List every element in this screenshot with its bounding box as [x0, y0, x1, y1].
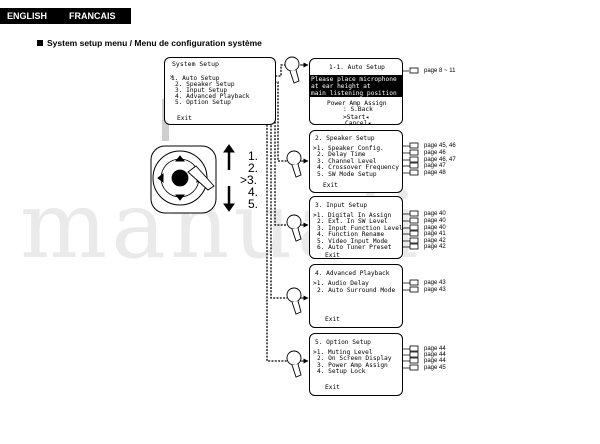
bullet-square-icon [37, 40, 43, 46]
page-ref-speaker-2: page 46 [424, 150, 446, 156]
hand-on-pad-icon [187, 165, 215, 191]
option-setup-item-4[interactable]: 4. Setup Lock [317, 368, 366, 375]
input-setup-title: 3. Input Setup [315, 202, 368, 209]
system-setup-title: System Setup [172, 60, 219, 68]
triangle-left-icon: ◂ [365, 114, 370, 121]
auto-setup-title: 1-1. Auto Setup [329, 64, 385, 71]
system-setup-exit[interactable]: Exit [177, 115, 192, 122]
cursor-label-2: 2. [248, 161, 259, 175]
hand-remote-icon-2 [286, 150, 302, 178]
speaker-setup-item-2[interactable]: 2. Delay Time [317, 151, 366, 158]
advanced-playback-exit[interactable]: Exit [325, 316, 340, 323]
auto-setup-screen: 1-1. Auto Setup Please place microphone … [309, 58, 403, 127]
input-setup-screen: 3. Input Setup >1. Digital In Assign 2. … [309, 196, 403, 259]
speaker-setup-item-3[interactable]: 3. Channel Level [317, 158, 377, 165]
page-ref-option-1: page 44 [424, 346, 446, 352]
connector-auto-setup [262, 64, 287, 77]
page-ref-advanced-2: page 43 [424, 287, 446, 293]
page-ref-speaker-1: page 45, 46 [424, 143, 456, 149]
auto-setup-highlight-line-3: main listening position [311, 90, 397, 97]
input-setup-item-5[interactable]: 5. Video Input Mode [317, 238, 388, 245]
page-ref-option-2: page 44 [424, 352, 446, 358]
option-setup-screen: 5. Option Setup >1. Muting Level 2. On S… [309, 333, 403, 396]
hand-remote-icon-5 [286, 350, 302, 378]
input-setup-item-1[interactable]: >1. Digital In Assign [313, 212, 392, 219]
page-ref-input-4: page 41 [424, 231, 446, 237]
page-ref-input-5: page 42 [424, 238, 446, 244]
auto-setup-highlight: Please place microphone at ear height at… [310, 75, 402, 97]
option-setup-item-2[interactable]: 2. On Screen Display [317, 355, 392, 362]
auto-setup-start[interactable]: >Start◂ [343, 114, 370, 121]
cursor-label-4: 4. [248, 185, 259, 199]
speaker-setup-item-1[interactable]: >1. Speaker Config. [313, 145, 384, 152]
option-setup-item-3[interactable]: 3. Power Amp Assign [317, 362, 388, 369]
system-setup-item-3[interactable]: 3. Input Setup [175, 87, 228, 94]
lang-english[interactable]: ENGLISH [7, 11, 48, 21]
remote-cursor-pad-icon [150, 145, 217, 214]
connector-input-setup [256, 87, 287, 226]
input-setup-item-2[interactable]: 2. Ext. In SW Level [317, 218, 388, 225]
speaker-setup-item-5[interactable]: 5. SW Mode Setup [317, 171, 377, 178]
page-ref-input-1: page 40 [424, 211, 446, 217]
system-setup-item-5[interactable]: 5. Option Setup [175, 99, 231, 106]
auto-setup-cancel[interactable]: Cancel◂ [345, 120, 372, 127]
cursor-direction-arrows [223, 144, 235, 212]
page-ref-input-2: page 40 [424, 218, 446, 224]
page-ref-advanced-1: page 43 [424, 280, 446, 286]
speaker-setup-item-4[interactable]: 4. Crossover Frequency [317, 164, 399, 171]
lang-francais[interactable]: FRANCAIS [69, 11, 116, 21]
input-setup-item-4[interactable]: 4. Function Rename [317, 231, 385, 238]
advanced-playback-item-2[interactable]: 2. Auto Surround Mode [317, 287, 396, 294]
auto-setup-highlight-line-2: at ear height at [311, 83, 371, 90]
page-ref-auto-setup: page 8 ~ 11 [424, 68, 456, 74]
advanced-playback-title: 4. Advanced Playback [315, 270, 390, 277]
section-title: System setup menu / Menu de configuratio… [37, 38, 262, 48]
speaker-setup-title: 2. Speaker Setup [315, 135, 375, 142]
system-setup-item-4[interactable]: 4. Advanced Playback [175, 93, 250, 100]
advanced-playback-screen: 4. Advanced Playback >1. Audio Delay 2. … [309, 264, 403, 328]
page-ref-option-3: page 44 [424, 358, 446, 364]
cursor-label-1: 1. [248, 149, 259, 163]
option-setup-exit[interactable]: Exit [325, 384, 340, 391]
page-ref-input-3: page 40 [424, 225, 446, 231]
triangle-left-icon: ◂ [367, 120, 372, 127]
page-ref-speaker-5: page 48 [424, 170, 446, 176]
cursor-label-3: >3. [240, 173, 258, 187]
section-title-text: System setup menu / Menu de configuratio… [47, 38, 262, 48]
connector-option-setup [251, 100, 287, 362]
system-setup-screen: System Setup 1. Auto Setup 2. Speaker Se… [164, 57, 276, 125]
page-ref-option-4: page 45 [424, 365, 446, 371]
advanced-playback-item-1[interactable]: >1. Audio Delay [313, 280, 369, 287]
hand-remote-icon-4 [286, 287, 302, 315]
hand-remote-icon-3 [286, 214, 302, 242]
cursor-labels: 1. 2. >3. 4. 5. [238, 150, 258, 210]
cursor-label-5: 5. [248, 197, 259, 211]
speaker-setup-exit[interactable]: Exit [323, 182, 338, 189]
hand-remote-icon-1 [284, 56, 300, 84]
page-ref-speaker-3: page 46, 47 [424, 157, 456, 163]
input-setup-item-6[interactable]: 6. Auto Tuner Preset [317, 244, 392, 251]
input-setup-exit[interactable]: Exit [325, 252, 340, 259]
auto-setup-highlight-line-1: Please place microphone [311, 76, 397, 83]
page-ref-speaker-4: page 47 [424, 163, 446, 169]
cursor-marker: > [170, 74, 174, 81]
speaker-setup-screen: 2. Speaker Setup >1. Speaker Config. 2. … [309, 130, 403, 193]
auto-setup-line-1: Power Amp Assign [327, 100, 387, 107]
auto-setup-line-2: : S.Back [343, 106, 373, 113]
hand-remote-icons [284, 56, 302, 378]
page-ref-input-6: page 42 [424, 244, 446, 250]
language-bar: ENGLISH FRANCAIS [0, 8, 131, 24]
option-setup-title: 5. Option Setup [315, 339, 371, 346]
input-setup-item-3[interactable]: 3. Input Function Level [317, 225, 403, 232]
system-setup-item-2[interactable]: 2. Speaker Setup [175, 81, 235, 88]
option-setup-item-1[interactable]: >1. Muting Level [313, 349, 373, 356]
system-setup-item-1[interactable]: 1. Auto Setup [171, 75, 220, 82]
connector-advanced-playback [266, 93, 287, 299]
